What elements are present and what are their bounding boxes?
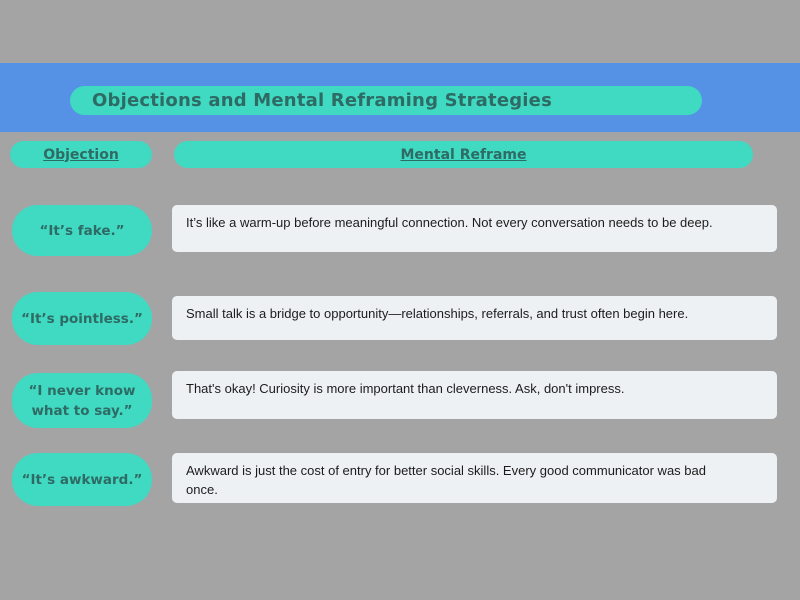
header-mental-reframe: Mental Reframe	[174, 141, 753, 168]
reframe-box: Awkward is just the cost of entry for be…	[172, 453, 777, 503]
page-title: Objections and Mental Reframing Strategi…	[70, 86, 702, 115]
reframe-box: It’s like a warm-up before meaningful co…	[172, 205, 777, 252]
objection-pill: “It’s fake.”	[12, 205, 152, 256]
reframe-box: That's okay! Curiosity is more important…	[172, 371, 777, 419]
objection-pill: “It’s pointless.”	[12, 292, 152, 345]
reframe-box: Small talk is a bridge to opportunity—re…	[172, 296, 777, 340]
objection-pill: “It’s awkward.”	[12, 453, 152, 506]
objection-pill: “I never know what to say.”	[12, 373, 152, 428]
header-objection: Objection	[10, 141, 152, 168]
